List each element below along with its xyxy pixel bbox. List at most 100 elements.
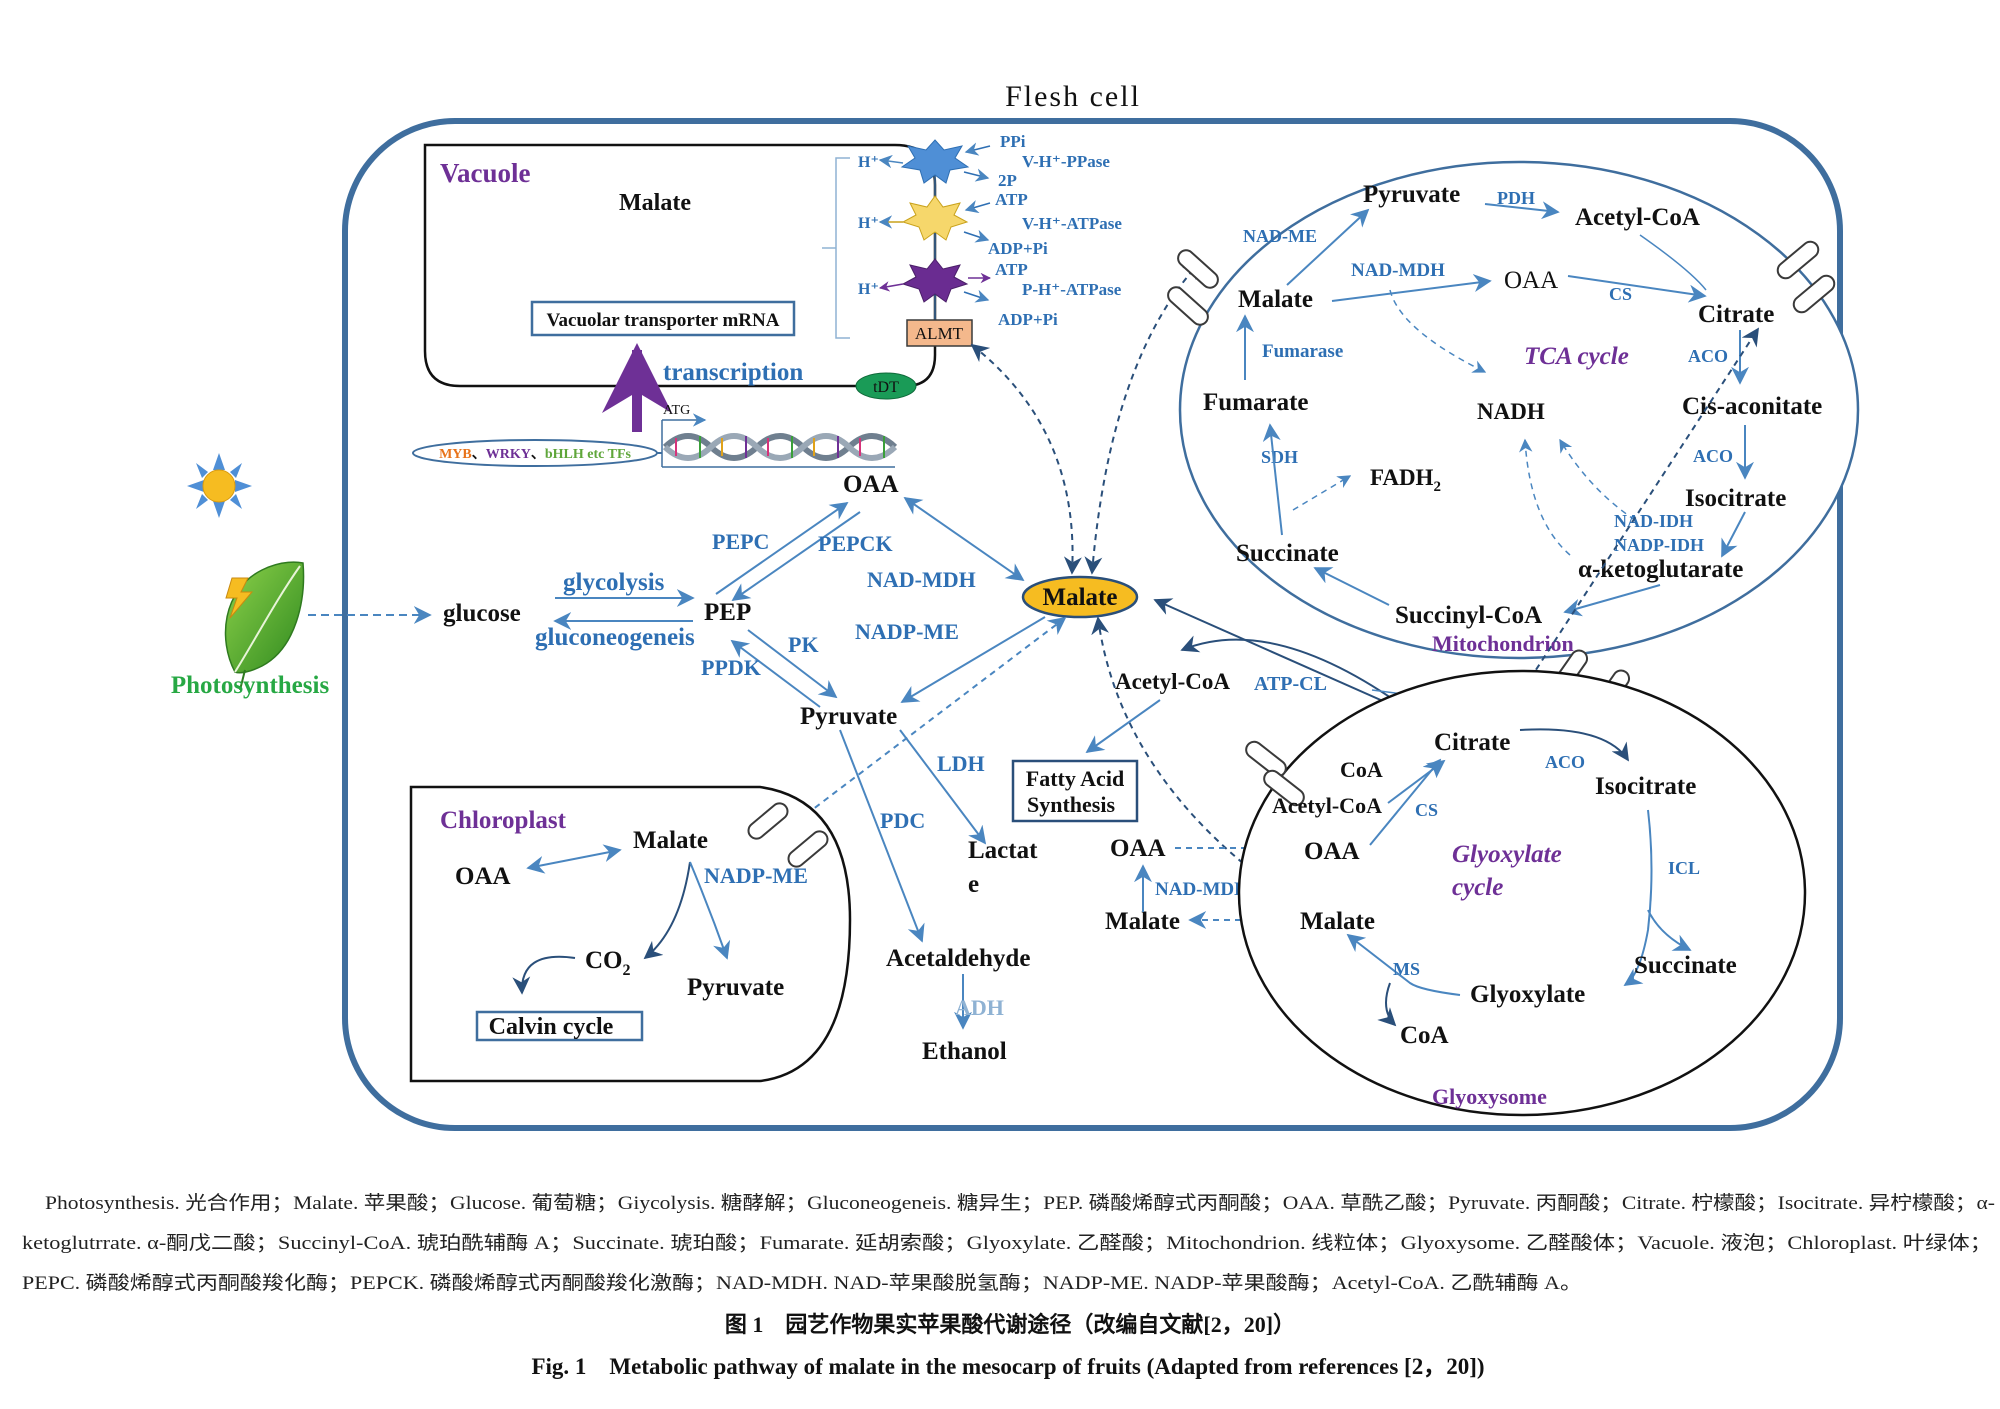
tf-sep1: 、 bbox=[472, 447, 486, 462]
caption-line-3: PEPC. 磷酸烯醇式丙酮酸羧化酶；PEPCK. 磷酸烯醇式丙酮酸羧化激酶；NA… bbox=[22, 1272, 1582, 1294]
pump-atp2: ATP bbox=[995, 260, 1028, 279]
lactate-label-2: e bbox=[968, 871, 979, 898]
pump-atp1: ATP bbox=[995, 190, 1028, 209]
co2-text: CO bbox=[585, 947, 623, 974]
fatty-acid-label-1: Fatty Acid bbox=[1026, 766, 1124, 791]
atg-label: ATG bbox=[663, 403, 690, 418]
chloroplast-oaa: OAA bbox=[455, 863, 511, 890]
glyoxysome-label: Glyoxysome bbox=[1432, 1084, 1547, 1109]
tdt-transporter bbox=[855, 372, 917, 400]
glyoxylate-cycle-label-2: cycle bbox=[1452, 874, 1503, 901]
acetaldehyde-label: Acetaldehyde bbox=[886, 945, 1030, 972]
caption-fig-cn: 图 1 园艺作物果实苹果酸代谢途径（改编自文献[2，20]） bbox=[725, 1312, 1295, 1337]
mito-fumarate: Fumarate bbox=[1203, 389, 1309, 416]
pump-ppi: PPi bbox=[1000, 132, 1026, 151]
proton-pumps: H⁺ H⁺ H⁺ PPi V-H⁺-PPase 2P ATP V-H⁺-ATPa… bbox=[858, 132, 1122, 329]
mito-acetyl-coa: Acetyl-CoA bbox=[1575, 204, 1700, 231]
v-h-atpase-icon bbox=[901, 195, 969, 241]
mitochondrion: Pyruvate PDH Acetyl-CoA NAD-ME Malate NA… bbox=[1167, 160, 1860, 711]
mito-oaa: OAA bbox=[1504, 267, 1558, 294]
tf-list: MYB、WRKY、bHLH etc TFs bbox=[439, 447, 631, 462]
tdt-label: tDT bbox=[873, 379, 899, 396]
pump-adp1: ADP+Pi bbox=[988, 239, 1048, 258]
cytosol-malate-2: Malate bbox=[1105, 908, 1180, 935]
chloroplast-pyruvate: Pyruvate bbox=[687, 974, 784, 1001]
caption-line-1: Photosynthesis. 光合作用；Malate. 苹果酸；Glucose… bbox=[45, 1192, 1995, 1214]
v-h-ppase-icon bbox=[900, 139, 970, 184]
mito-succinate: Succinate bbox=[1236, 540, 1339, 567]
caption-line-2: ketoglutrrate. α-酮戊二酸；Succinyl-CoA. 琥珀酰辅… bbox=[22, 1232, 1992, 1254]
cytosol-malate-node bbox=[1021, 575, 1139, 619]
glyox-isocitrate: Isocitrate bbox=[1595, 773, 1696, 800]
chloroplast-label: Chloroplast bbox=[440, 807, 567, 834]
fadh-text: FADH bbox=[1370, 465, 1434, 490]
mito-pdh: PDH bbox=[1497, 188, 1535, 208]
fatty-acid-box bbox=[1011, 759, 1139, 823]
mito-akg: α-ketoglutarate bbox=[1578, 556, 1743, 583]
tf-sep2: 、 bbox=[531, 447, 545, 462]
mito-nadp-idh: NADP-IDH bbox=[1614, 535, 1704, 555]
pump-vhatpase: V-H⁺-ATPase bbox=[1022, 214, 1122, 233]
diagram-title: Flesh cell bbox=[1005, 80, 1141, 113]
mito-aco1: ACO bbox=[1688, 346, 1728, 366]
mito-malate: Malate bbox=[1238, 286, 1313, 313]
mito-nadh: NADH bbox=[1477, 399, 1545, 424]
glyox-succinate: Succinate bbox=[1634, 952, 1737, 979]
mito-cs: CS bbox=[1609, 284, 1632, 304]
glyox-coa-2: CoA bbox=[1400, 1022, 1449, 1049]
mito-citrate: Citrate bbox=[1698, 301, 1774, 328]
mito-nad-idh: NAD-IDH bbox=[1614, 511, 1693, 531]
pepck-label: PEPCK bbox=[818, 531, 893, 556]
tf-bhlh: bHLH etc TFs bbox=[545, 447, 632, 462]
chloroplast-co2: CO2 bbox=[585, 947, 631, 979]
almt-label: ALMT bbox=[915, 324, 964, 343]
glycolysis-label: glycolysis bbox=[563, 569, 665, 596]
cytosol-nad-mdh-2: NAD-MDH bbox=[1155, 879, 1249, 900]
glyox-citrate: Citrate bbox=[1434, 729, 1510, 756]
cytosol-nadp-me: NADP-ME bbox=[855, 619, 959, 644]
lactate-label-1: Lactat bbox=[968, 837, 1038, 864]
atp-cl-label: ATP-CL bbox=[1254, 673, 1327, 695]
adh-label: ADH bbox=[955, 995, 1004, 1020]
mito-nad-mdh: NAD-MDH bbox=[1351, 260, 1445, 281]
glyox-ms: MS bbox=[1393, 959, 1420, 979]
chloroplast: Chloroplast Malate OAA NADP-ME CO2 Pyruv… bbox=[409, 785, 852, 1083]
glyox-malate: Malate bbox=[1300, 908, 1375, 935]
mito-fadh: FADH2 bbox=[1370, 465, 1441, 495]
leaf-icon bbox=[224, 561, 305, 691]
pump-adp2: ADP+Pi bbox=[998, 310, 1058, 329]
glyox-coa-1: CoA bbox=[1340, 757, 1383, 782]
vacuolar-mrna-box bbox=[530, 300, 796, 337]
mito-pyruvate: Pyruvate bbox=[1363, 181, 1460, 208]
tf-wrky: WRKY bbox=[486, 447, 531, 462]
mito-succinyl-coa: Succinyl-CoA bbox=[1395, 602, 1542, 629]
glyox-aco: ACO bbox=[1545, 752, 1585, 772]
glyox-glyoxylate: Glyoxylate bbox=[1470, 981, 1585, 1008]
pepc-label: PEPC bbox=[712, 529, 769, 554]
tca-cycle-label: TCA cycle bbox=[1524, 343, 1629, 370]
glyox-oaa: OAA bbox=[1304, 838, 1360, 865]
pep-label: PEP bbox=[704, 599, 751, 626]
calvin-cycle-label: Calvin cycle bbox=[489, 1014, 614, 1040]
p-h-atpase-icon bbox=[901, 258, 969, 303]
ethanol-label: Ethanol bbox=[922, 1038, 1007, 1065]
glyox-cs: CS bbox=[1415, 800, 1438, 820]
fatty-acid-label-2: Synthesis bbox=[1027, 792, 1115, 817]
mito-sdh: SDH bbox=[1261, 447, 1298, 467]
pump-h2: H⁺ bbox=[858, 215, 879, 232]
mito-fumarase: Fumarase bbox=[1262, 341, 1343, 362]
mito-nad-me: NAD-ME bbox=[1243, 226, 1317, 246]
cytosol-pyruvate: Pyruvate bbox=[800, 703, 897, 730]
glyoxysome: Citrate ACO Isocitrate CoA Acetyl-CoA CS… bbox=[1237, 669, 1807, 1117]
calvin-cycle-box bbox=[475, 1010, 644, 1042]
gluconeogeneis-label: gluconeogeneis bbox=[535, 624, 695, 651]
almt-transporter bbox=[906, 319, 973, 347]
cytosol-oaa-2: OAA bbox=[1110, 835, 1166, 862]
pump-h3: H⁺ bbox=[858, 281, 879, 298]
vacuole-malate: Malate bbox=[619, 190, 691, 216]
pump-phatpase: P-H⁺-ATPase bbox=[1022, 280, 1122, 299]
cytosol-oaa: OAA bbox=[843, 471, 899, 498]
glyox-acetyl-coa: Acetyl-CoA bbox=[1272, 793, 1382, 818]
glucose-label: glucose bbox=[443, 600, 521, 627]
ldh-label: LDH bbox=[937, 751, 985, 776]
